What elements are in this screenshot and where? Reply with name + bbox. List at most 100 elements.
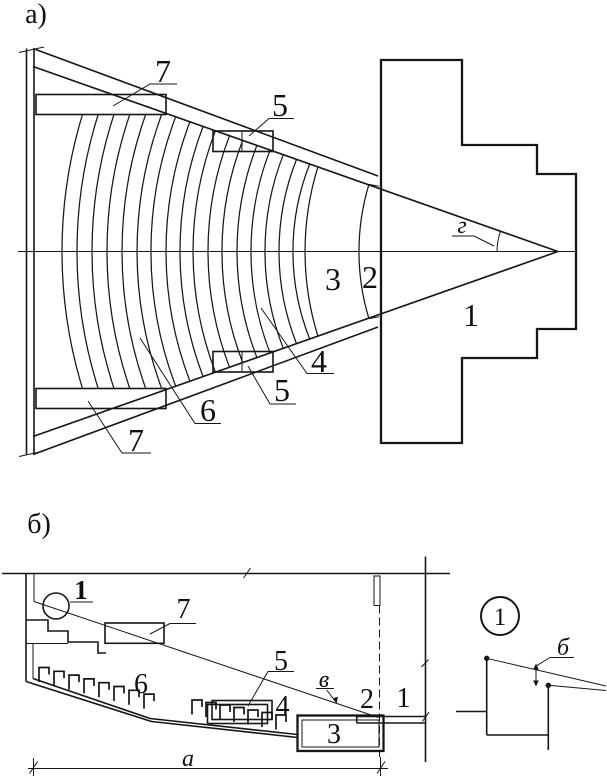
plan-zone-nub-bottom [368,316,380,320]
plan-zone-nub-top [368,183,380,187]
plan-label-zone1: 1 [463,297,479,333]
seat-chair-glyph [98,681,110,698]
plan-leader-6 [139,337,221,424]
detail-ray-upper [486,657,607,687]
detail-node: 1 б [456,596,607,750]
plan-speaker5-bottom-box [212,350,274,373]
seat-row-arc [221,140,244,363]
detail-ref-number: 1 [494,604,507,631]
zone-boundary-arc [358,184,370,319]
plan-label-zone4: 4 [311,343,327,379]
section-speaker7-box [104,622,165,645]
detail-arrowhead-up [533,663,539,670]
section-dimension-end-right [376,757,386,776]
zone-boundary-arc [304,166,319,337]
section-balcony-steps [26,619,106,654]
section-floor-slab-bottom [25,680,298,739]
seat-chair-glyph [38,666,50,682]
section-chair-rows [38,666,287,730]
plan-side-wall-bottom [32,326,379,456]
section-view-title: б) [27,509,51,540]
section-speaker3-box-inner [301,719,380,748]
plan-leader-5-top [248,118,294,137]
seat-chair-glyph [191,699,203,715]
seat-chair-glyph [128,689,140,705]
section-view: б) 1 7 6 5 4 [2,509,450,776]
plan-leader-4 [260,307,334,374]
plan-angle-label: г [457,213,466,239]
plan-speaker5-top-box [212,130,274,153]
section-speaker3-box-outer [296,714,385,753]
seat-row-arc [207,135,231,368]
plan-view: а) г 7 [18,0,578,458]
seat-row-arc [121,114,147,389]
plan-sight-ray-top [32,65,559,253]
plan-label-7-top: 7 [155,53,171,89]
section-dimension-label: а [182,746,194,772]
plan-view-title: а) [25,0,47,30]
plan-label-zone2: 2 [362,259,378,295]
section-detail-circle-marker [42,592,70,620]
section-front-wall-break-tick [421,659,429,668]
seat-chair-glyph [233,706,245,722]
detail-ray-lower [548,684,607,691]
section-label-7: 7 [177,594,191,625]
section-angle-label: в [319,667,329,693]
seat-chair-glyph [205,701,217,717]
seat-row-arc [236,145,258,358]
plan-angle-leader [452,235,495,247]
seat-row-arc [192,130,216,373]
seat-row-arc [91,114,115,389]
seat-row-arc [61,114,84,389]
seat-chair-glyph [275,714,287,730]
seat-chair-glyph [113,685,125,701]
seat-row-arc [76,114,99,389]
section-label-6: 6 [134,669,148,700]
seat-row-arc [179,126,204,377]
section-leader-7 [149,623,196,635]
section-label-5: 5 [274,646,288,677]
seat-row-arc [106,114,131,389]
seat-row-arc [250,149,271,354]
plan-leader-7-bottom [87,400,151,454]
section-speaker5-box-front [211,699,273,721]
plan-label-5-top: 5 [272,87,288,123]
section-dimension-end-left [29,758,38,776]
plan-wall-tick-top [18,46,45,53]
seat-chair-glyph [68,674,80,690]
seat-row-arc [292,163,311,340]
section-leader-5 [247,671,294,707]
seat-row-arc [264,154,284,349]
detail-clearance-label: б [557,635,570,661]
plan-label-5-bottom: 5 [274,372,290,408]
section-label-2: 2 [360,684,374,715]
section-screen-top [373,575,381,606]
plan-leader-7-top [112,83,177,107]
section-angle-arrowhead [332,696,338,704]
plan-label-zone3: 3 [325,261,341,297]
plan-speaker7-bottom-box [35,387,167,410]
seat-row-arc [150,116,177,387]
plan-side-wall-top [32,47,379,177]
section-ceiling-break-tick [243,567,251,579]
seat-chair-glyph [53,670,65,686]
seat-chair-glyph [143,693,155,709]
section-detail-ref-label: 1 [74,575,88,605]
plan-sight-ray-bottom [32,250,559,438]
seat-chair-glyph [219,704,231,720]
plan-speaker7-top-box [35,93,167,116]
seat-chair-glyph [247,709,259,725]
section-sound-ray [33,601,379,718]
plan-leader-5-bottom [247,365,296,405]
seat-row-arc [278,159,298,344]
section-label-3: 3 [327,719,341,750]
plan-stage-block [379,58,578,445]
seat-chair-glyph [83,678,95,694]
section-speaker5-box-rear [206,703,269,725]
seat-row-arc [165,121,191,382]
plan-label-7-bottom: 7 [128,422,144,458]
section-label-1: 1 [397,683,411,714]
plan-label-rows6: 6 [200,392,216,428]
